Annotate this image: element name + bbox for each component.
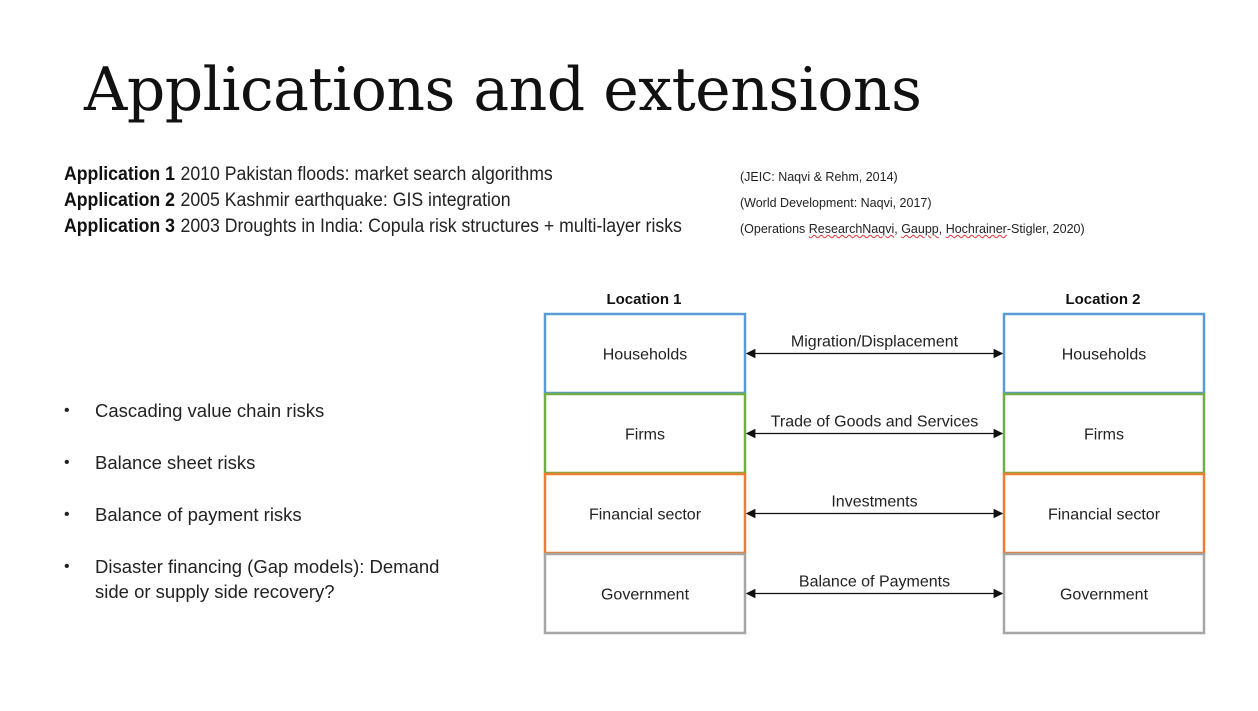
link-label: Balance of Payments xyxy=(799,574,950,591)
location-1-box xyxy=(543,472,747,555)
reference: (JEIC: Naqvi & Rehm, 2014) xyxy=(740,170,898,184)
location-2-box xyxy=(1002,312,1206,395)
location-1-layer-label: Financial sector xyxy=(589,507,702,524)
location-1-box xyxy=(543,552,747,635)
location-2-label: Location 2 xyxy=(1065,291,1140,308)
location-1-layer-label: Firms xyxy=(625,427,665,444)
application-text: 2005 Kashmir earthquake: GIS integration xyxy=(180,190,511,211)
link-label: Investments xyxy=(831,494,917,511)
application-row: Application 1 2010 Pakistan floods: mark… xyxy=(64,162,682,188)
references-list: (JEIC: Naqvi & Rehm, 2014) (World Develo… xyxy=(740,164,1085,242)
application-row: Application 2 2005 Kashmir earthquake: G… xyxy=(64,188,682,214)
location-1-layer-label: Government xyxy=(601,587,690,604)
application-text: 2010 Pakistan floods: market search algo… xyxy=(180,164,553,185)
applications-list: Application 1 2010 Pakistan floods: mark… xyxy=(64,162,728,240)
spellcheck-word: ResearchNaqvi xyxy=(808,222,895,236)
location-2-layer-label: Government xyxy=(1060,587,1149,604)
link-label: Migration/Displacement xyxy=(791,334,959,351)
application-label: Application 2 xyxy=(64,190,175,211)
bullet-item: Disaster financing (Gap models): Demand … xyxy=(64,554,455,604)
application-row: Application 3 2003 Droughts in India: Co… xyxy=(64,214,682,240)
application-label: Application 3 xyxy=(64,216,175,237)
bullet-item: Balance of payment risks xyxy=(64,502,455,527)
bullet-item: Cascading value chain risks xyxy=(64,398,455,423)
location-2-box xyxy=(1002,472,1206,555)
location-1-box xyxy=(543,312,747,395)
location-2-box xyxy=(1002,552,1206,635)
application-text: 2003 Droughts in India: Copula risk stru… xyxy=(180,216,682,237)
reference: (World Development: Naqvi, 2017) xyxy=(740,196,932,210)
location-2-layer-label: Households xyxy=(1062,347,1147,364)
slide-title: Applications and extensions xyxy=(84,55,922,125)
application-label: Application 1 xyxy=(64,164,175,185)
bullet-item: Balance sheet risks xyxy=(64,450,455,475)
spellcheck-word: Hochrainer xyxy=(945,222,1007,236)
location-1-label: Location 1 xyxy=(606,291,681,308)
spellcheck-word: Gaupp xyxy=(901,222,939,236)
location-2-layer-label: Financial sector xyxy=(1048,507,1161,524)
link-label: Trade of Goods and Services xyxy=(771,414,979,431)
location-1-box xyxy=(543,392,747,475)
location-2-box xyxy=(1002,392,1206,475)
bullet-list: Cascading value chain risks Balance shee… xyxy=(64,398,455,631)
reference: (Operations ResearchNaqvi, Gaupp, Hochra… xyxy=(740,222,1085,236)
location-1-layer-label: Households xyxy=(603,347,688,364)
location-2-layer-label: Firms xyxy=(1084,427,1124,444)
